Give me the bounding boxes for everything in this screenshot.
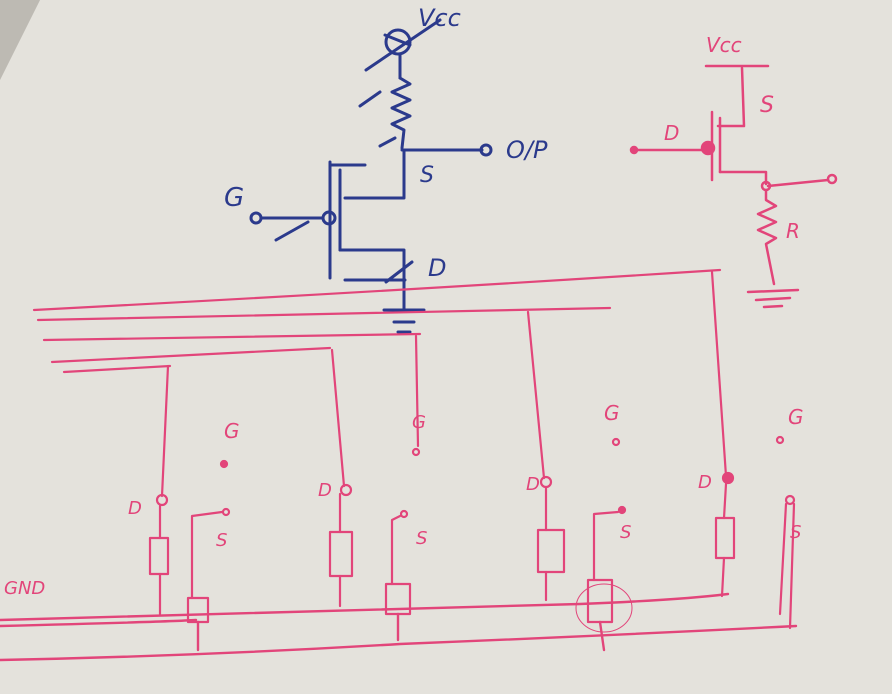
bus-drop-2 [330,348,346,488]
right-output-wire [766,178,830,188]
gate-terminal-icon [249,211,263,225]
right-output-terminal-icon [826,173,838,185]
right-ground-bar-1 [746,288,800,294]
cell-4-drain-label: D [526,474,540,495]
cell-1-drain-node-icon [155,493,169,507]
bus-drop-3 [414,334,420,448]
bus-line-3 [42,332,422,342]
cell-1-source-wire [190,510,224,600]
cell-5-source-wire-2 [788,502,796,630]
cell-2-source-terminal-icon [399,509,409,519]
vcc-strike-line [364,18,442,72]
cell-1-gate-dot-icon [219,459,229,469]
cell-5-ground-drop [720,556,726,598]
cell-5-source-terminal-icon [784,494,796,506]
resistor-mark [358,90,382,108]
cell-5-drain-wire [722,482,728,520]
cell-4-source-wire [592,510,620,582]
cell-5-drain-label: D [698,472,712,493]
vcc-cross-mark [383,33,412,47]
output-label: O/P [506,136,548,164]
right-resistor-icon [756,188,778,286]
cell-5-gate-label: G [788,405,804,429]
right-source-label: S [760,93,774,118]
bus-line-1 [32,268,722,312]
bus-line-2 [36,306,612,322]
right-ground-bar-2 [754,296,792,302]
paper-corner-shadow [0,0,40,80]
right-drain-wire [718,170,768,186]
output-terminal-icon [479,143,493,157]
cell-5-drain-node-icon [721,471,735,485]
right-vcc-label: Vcc [706,33,742,57]
cell-1-drain-label: D [128,498,142,519]
gnd-rail-top-2 [0,618,198,628]
bus-line-4 [50,346,332,364]
cell-2-drain-label: D [318,480,332,501]
source-label: S [420,163,434,188]
right-circuit [629,64,838,309]
gnd-tie-3 [598,620,606,652]
bus-drop-4 [526,310,546,480]
right-resistor-label: R [786,219,800,243]
source-wire [343,148,406,200]
cell-3-gate-label: G [412,412,426,433]
cell-2-source-label: S [416,528,427,549]
cell-4-gate-label: G [604,401,620,425]
gate-label: G [224,183,244,213]
blue-circuit [249,18,493,334]
bus-drop-1 [160,364,170,498]
cells [148,435,796,630]
cell-4-source-terminal-icon [617,505,627,515]
right-gate-bubble-icon [700,140,716,156]
gnd-rail-bottom [0,624,798,662]
gate-mark [274,220,310,242]
cell-1-gate-label: G [224,419,240,443]
bus-line-5 [62,364,172,374]
cell-4-resistor-icon [536,528,566,574]
right-drain-label: D [664,121,679,145]
cell-4-gate-dot-icon [611,437,621,447]
gnd-label: GND [4,578,45,599]
cell-4-source-label: S [620,522,631,543]
right-gate-terminal-icon [629,145,639,155]
bus-drop-5 [710,270,728,478]
drain-label: D [428,254,446,282]
gnd-rail-top [0,592,730,622]
vcc-label: Vcc [418,4,461,32]
cell-4-highlight-circle [575,583,633,633]
right-source-wire [716,66,746,128]
node-mark [378,136,397,148]
cell-5-source-wire [778,502,788,616]
cell-2-source-wire [390,514,402,586]
right-ground-bar-3 [762,304,784,309]
bus-lines [32,268,728,498]
cell-1-source-label: S [216,530,227,551]
cell-5-source-label: S [790,522,801,543]
cell-2-drain-node-icon [339,483,353,497]
cell-5-gate-dot-icon [775,435,785,445]
load-resistor-icon [390,76,412,150]
cell-3-drop-terminal-icon [411,447,421,457]
ground-rails [0,583,798,662]
